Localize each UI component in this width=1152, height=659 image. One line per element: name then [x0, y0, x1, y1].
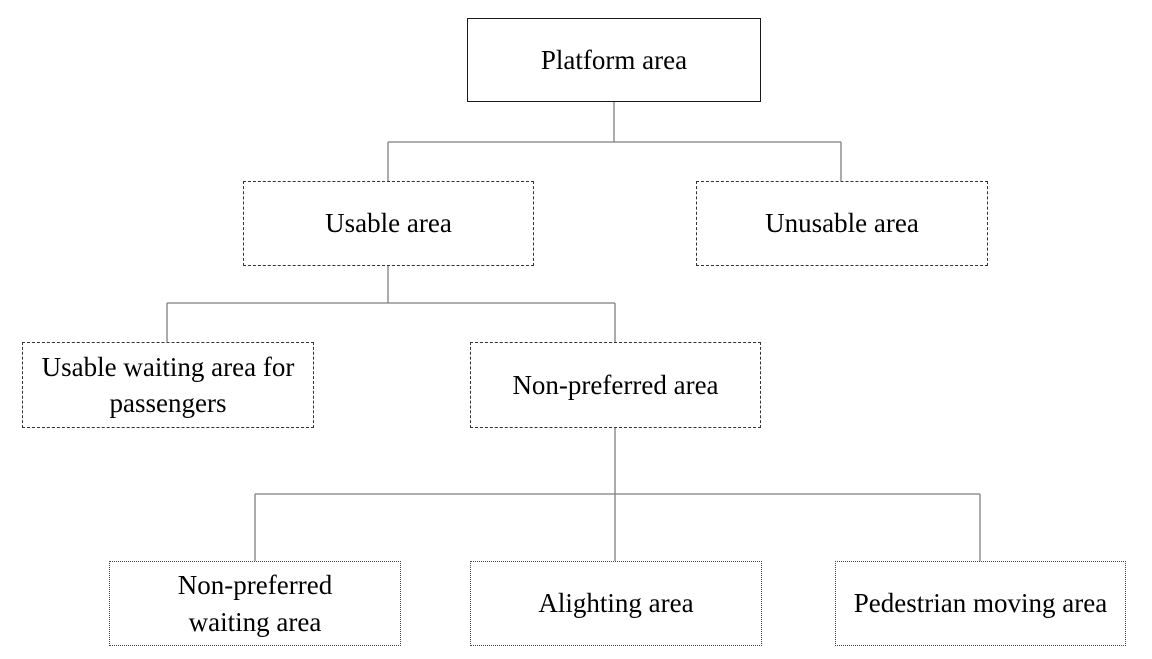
pedestrian-moving-area-label: Pedestrian moving area	[853, 588, 1108, 619]
non-preferred-area-box: Non-preferred area	[470, 342, 761, 428]
alighting-area-box: Alighting area	[470, 561, 762, 646]
non-preferred-waiting-area-box: Non-preferred waiting area	[109, 561, 401, 646]
non-preferred-area-label: Non-preferred area	[512, 369, 719, 400]
usable-area-box: Usable area	[243, 181, 534, 266]
unusable-area-label: Unusable area	[765, 208, 919, 239]
alighting-area-label: Alighting area	[538, 588, 694, 619]
usable-waiting-area-box: Usable waiting area for passengers	[22, 342, 314, 428]
platform-area-box: Platform area	[467, 18, 761, 102]
platform-area-label: Platform area	[540, 44, 688, 75]
unusable-area-box: Unusable area	[696, 181, 988, 266]
usable-waiting-area-label: Usable waiting area for passengers	[41, 351, 295, 418]
pedestrian-moving-area-box: Pedestrian moving area	[835, 561, 1126, 646]
usable-area-label: Usable area	[325, 208, 452, 239]
non-preferred-waiting-area-label: Non-preferred waiting area	[177, 570, 333, 637]
